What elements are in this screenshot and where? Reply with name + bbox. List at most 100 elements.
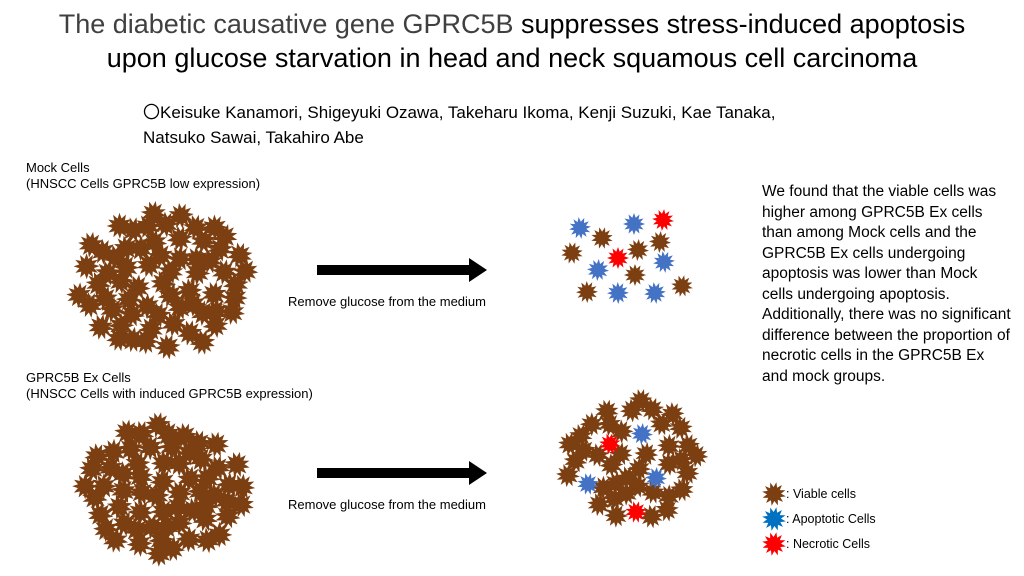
ex-label: GPRC5B Ex Cells (HNSCC Cells with induce… (26, 370, 313, 402)
viable-cell (614, 481, 639, 506)
viable-cell (669, 447, 694, 472)
viable-cell (97, 455, 124, 482)
summary-text: We found that the viable cells was highe… (762, 183, 1011, 385)
viable-cell (110, 461, 137, 487)
viable-cell (634, 442, 659, 466)
ex-name: GPRC5B Ex Cells (26, 370, 131, 385)
viable-cell (202, 312, 229, 338)
viable-cell (190, 300, 216, 326)
viable-cell (146, 540, 173, 567)
ex-desc: (HNSCC Cells with induced GPRC5B express… (26, 386, 313, 401)
apoptotic-cell (577, 473, 599, 495)
viable-cell (604, 503, 629, 528)
apoptotic-cell (623, 213, 645, 235)
viable-cell (79, 456, 105, 482)
viable-cell (84, 443, 111, 470)
viable-cell (203, 298, 229, 325)
viable-cell (72, 473, 99, 500)
mock-desc: (HNSCC Cells GPRC5B low expression) (26, 176, 261, 191)
viable-cell (183, 246, 210, 273)
viable-cell (154, 333, 181, 360)
necrotic-cell (625, 501, 647, 523)
viable-cell (176, 439, 203, 466)
viable-cell (221, 284, 248, 311)
viable-cell (201, 482, 228, 509)
viable-cell (660, 402, 685, 426)
mock-label: Mock Cells (HNSCC Cells GPRC5B low expre… (26, 160, 260, 192)
viable-cell (177, 320, 203, 346)
viable-cell (126, 531, 153, 557)
viable-cell (671, 275, 693, 297)
title-part2: suppresses stress-induced apoptosis (513, 9, 966, 39)
viable-cell (206, 521, 233, 548)
arrow-right-icon (317, 461, 487, 485)
viable-cell (587, 492, 611, 517)
viable-cell (124, 517, 150, 543)
viable-cell (191, 228, 217, 254)
viable-cell (656, 484, 681, 509)
viable-cell (203, 431, 229, 458)
viable-cell (556, 463, 580, 488)
viable-cell (187, 478, 214, 505)
viable-cell (154, 421, 181, 447)
viable-cell (137, 434, 164, 461)
title-line2: upon glucose starvation in head and neck… (106, 43, 918, 73)
viable-cell (167, 245, 193, 272)
viable-cell (180, 291, 207, 317)
necrotic-cell-icon (762, 532, 786, 556)
viable-cell (157, 258, 184, 285)
viable-cell (150, 498, 177, 525)
viable-cell (108, 312, 135, 339)
apoptotic-cell (587, 259, 609, 281)
viable-cell (143, 483, 170, 509)
viable-cell (649, 231, 671, 253)
viable-cell (132, 328, 159, 355)
viable-cell (675, 461, 700, 485)
viable-cell (668, 415, 693, 440)
viable-cell (167, 294, 193, 320)
necrotic-cell (599, 433, 621, 455)
apoptotic-cell (644, 282, 666, 304)
viable-cell (90, 473, 117, 500)
viable-cell (127, 499, 154, 526)
viable-cell (591, 475, 616, 500)
viable-cell (561, 242, 583, 264)
viable-cell (141, 229, 168, 255)
viable-cell (599, 453, 624, 477)
viable-cell (591, 227, 613, 249)
viable-cell (175, 526, 202, 553)
viable-cell (595, 399, 619, 423)
arrow-label-mock: Remove glucose from the medium (288, 294, 486, 309)
viable-cell (73, 253, 100, 280)
apoptotic-cell (645, 467, 667, 489)
viable-cell (110, 478, 137, 504)
viable-cell (201, 214, 228, 241)
viable-cell (154, 514, 180, 540)
legend-label: : Apoptotic Cells (786, 512, 876, 526)
viable-cell (159, 434, 186, 461)
viable-cell (649, 412, 674, 436)
viable-cell (107, 268, 134, 295)
viable-cell (212, 224, 238, 250)
viable-cell (193, 492, 219, 518)
viable-cell (188, 446, 215, 472)
viable-cell (100, 438, 127, 465)
viable-cell (609, 419, 634, 444)
viable-cell (184, 259, 211, 286)
viable-cell (228, 492, 254, 518)
viable-cell (93, 516, 120, 543)
viable-cell (166, 450, 193, 477)
viable-cell (166, 509, 193, 536)
viable-cell (168, 203, 194, 229)
viable-cell (129, 479, 155, 506)
viable-cell (124, 451, 151, 477)
viable-cell (619, 398, 644, 423)
viable-cell (165, 494, 191, 521)
viable-cell (114, 419, 140, 446)
viable-cell (127, 235, 154, 262)
viable-cell (135, 213, 161, 240)
viable-cell (572, 438, 596, 462)
viable-cell (201, 281, 227, 307)
legend-viable: : Viable cells (762, 482, 856, 506)
